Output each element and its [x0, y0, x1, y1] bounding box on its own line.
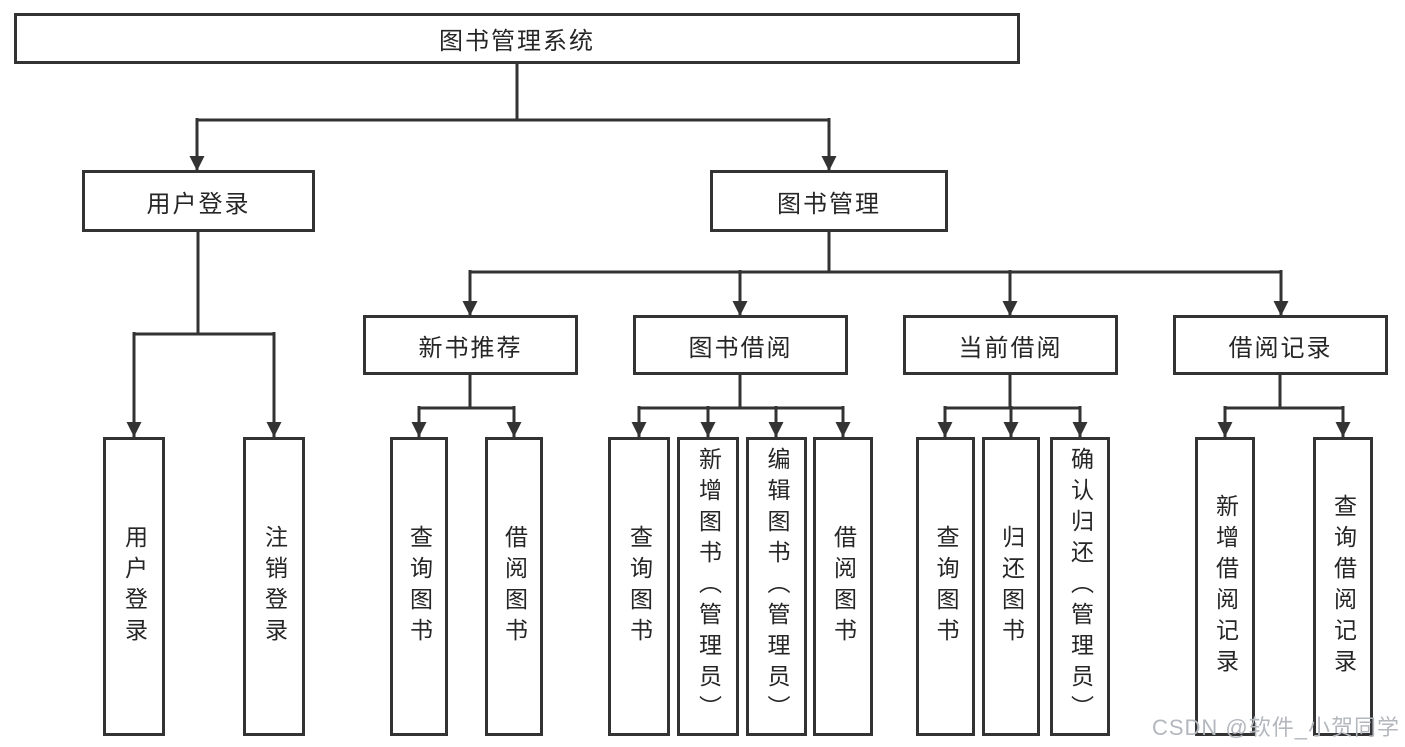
- leaf-query-borrow-record: 查询借阅记录: [1313, 437, 1373, 736]
- leaf-return-books: 归还图书: [982, 437, 1040, 736]
- leaf-logout-label: 注销登录: [261, 524, 288, 649]
- node-book-management: 图书管理: [710, 170, 948, 232]
- node-root: 图书管理系统: [14, 13, 1020, 64]
- leaf-add-books-admin: 新增图书（管理员）: [677, 437, 739, 736]
- leaf-add-borrow-record: 新增借阅记录: [1195, 437, 1255, 736]
- node-book-management-label: 图书管理: [777, 190, 881, 218]
- node-user-login-label: 用户登录: [146, 190, 251, 218]
- node-borrowing-records-label: 借阅记录: [1228, 334, 1333, 362]
- leaf-edit-books-admin: 编辑图书（管理员）: [746, 437, 807, 736]
- leaf-add-borrow-record-label: 新增借阅记录: [1212, 493, 1239, 680]
- leaf-query-borrow-record-label: 查询借阅记录: [1330, 493, 1357, 680]
- leaf-query-books-2-label: 查询图书: [626, 524, 653, 649]
- node-current-borrowing: 当前借阅: [903, 315, 1118, 375]
- node-new-book-recommendation-label: 新书推荐: [418, 334, 523, 362]
- leaf-query-books-1: 查询图书: [390, 437, 448, 736]
- node-user-login: 用户登录: [82, 170, 315, 232]
- leaf-borrow-books-2: 借阅图书: [813, 437, 873, 736]
- leaf-borrow-books-2-label: 借阅图书: [830, 524, 857, 649]
- node-root-label: 图书管理系统: [439, 28, 595, 55]
- leaf-query-books-1-label: 查询图书: [406, 524, 433, 649]
- node-book-borrowing: 图书借阅: [633, 315, 848, 375]
- watermark: CSDN @软件_小贺同学: [1151, 715, 1400, 740]
- leaf-borrow-books-1: 借阅图书: [485, 437, 543, 736]
- node-book-borrowing-label: 图书借阅: [688, 334, 793, 362]
- node-new-book-recommendation: 新书推荐: [363, 315, 578, 375]
- leaf-borrow-books-1-label: 借阅图书: [501, 524, 528, 649]
- leaf-query-books-2: 查询图书: [608, 437, 670, 736]
- leaf-logout: 注销登录: [243, 437, 305, 736]
- leaf-edit-books-admin-label: 编辑图书（管理员）: [764, 447, 790, 726]
- leaf-user-login: 用户登录: [103, 437, 165, 736]
- leaf-return-books-label: 归还图书: [998, 524, 1025, 649]
- leaf-confirm-return-admin: 确认归还（管理员）: [1050, 437, 1110, 736]
- node-borrowing-records: 借阅记录: [1173, 315, 1388, 375]
- leaf-query-books-3-label: 查询图书: [933, 524, 959, 649]
- leaf-query-books-3: 查询图书: [916, 437, 975, 736]
- node-current-borrowing-label: 当前借阅: [958, 334, 1063, 362]
- leaf-confirm-return-admin-label: 确认归还（管理员）: [1067, 447, 1094, 726]
- leaf-add-books-admin-label: 新增图书（管理员）: [695, 447, 722, 726]
- leaf-user-login-label: 用户登录: [121, 524, 148, 649]
